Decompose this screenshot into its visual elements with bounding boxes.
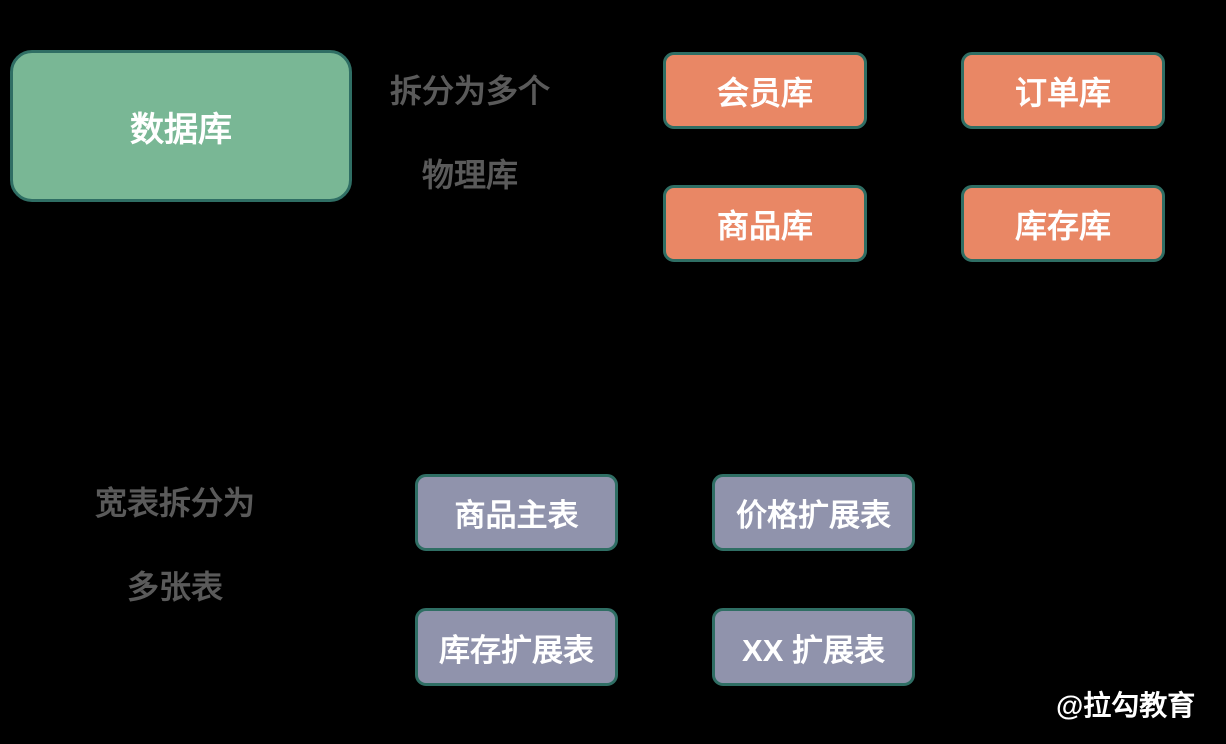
node-order-db-label: 订单库 [1014, 74, 1111, 111]
node-inventory-db-label: 库存库 [1014, 207, 1111, 244]
node-member-db-label: 会员库 [716, 74, 813, 111]
watermark: @拉勾教育 [1056, 690, 1196, 721]
annotation-split-physical-line1: 拆分为多个 [389, 73, 550, 109]
node-database-label: 数据库 [130, 110, 232, 149]
node-member-db: 会员库 [663, 52, 867, 129]
node-product-db-label: 商品库 [716, 207, 813, 244]
node-product-main-table-label: 商品主表 [454, 498, 579, 533]
annotation-split-tables: 宽表拆分为 多张表 [55, 440, 295, 650]
node-inventory-ext-table-label: 库存扩展表 [439, 632, 594, 668]
node-inventory-ext-table: 库存扩展表 [415, 608, 618, 686]
node-price-ext-table: 价格扩展表 [712, 474, 915, 551]
node-xx-ext-table: XX 扩展表 [712, 608, 915, 686]
node-price-ext-table-label: 价格扩展表 [736, 498, 891, 533]
annotation-split-physical-line2: 物理库 [421, 157, 518, 193]
annotation-split-physical: 拆分为多个 物理库 [350, 28, 590, 238]
node-inventory-db: 库存库 [961, 185, 1165, 262]
node-database: 数据库 [10, 50, 352, 202]
node-product-db: 商品库 [663, 185, 867, 262]
annotation-split-tables-line1: 宽表拆分为 [94, 485, 255, 521]
node-product-main-table: 商品主表 [415, 474, 618, 551]
node-order-db: 订单库 [961, 52, 1165, 129]
node-xx-ext-table-label: XX 扩展表 [742, 632, 885, 668]
annotation-split-tables-line2: 多张表 [126, 569, 223, 605]
